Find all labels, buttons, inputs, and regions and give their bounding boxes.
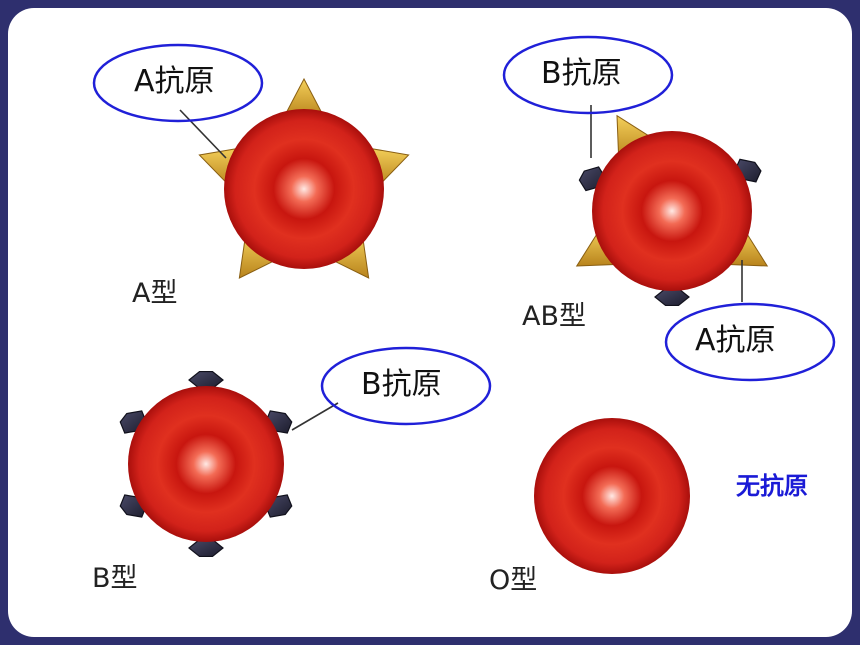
type-label-b: B型 (92, 563, 138, 594)
b-antigen-hex (654, 287, 690, 307)
callout-ring-a (92, 43, 264, 123)
cell-group-b (119, 346, 492, 558)
type-label-ab: AB型 (522, 301, 586, 332)
slide-canvas: A抗原 A型 B抗原 A抗原 AB型 B抗原 B型 O型 无抗原 (8, 8, 852, 637)
type-label-o: O型 (489, 565, 538, 596)
type-label-a: A型 (132, 278, 178, 309)
blood-type-diagram (92, 35, 836, 574)
callout-ring-ab-b (502, 35, 674, 115)
callout-label-b: B抗原 (361, 367, 442, 402)
red-blood-cell-b (128, 386, 284, 542)
b-antigen-hex (188, 370, 224, 390)
cell-group-a (92, 43, 410, 279)
red-blood-cell-o (534, 418, 690, 574)
no-antigen-label: 无抗原 (736, 472, 808, 500)
callout-label-ab-a: A抗原 (695, 323, 776, 358)
b-antigen-hex (188, 538, 224, 558)
red-blood-cell-ab (592, 131, 752, 291)
cell-group-o (534, 418, 690, 574)
callout-ring-ab-a (664, 302, 836, 382)
callout-ring-b (320, 346, 492, 426)
red-blood-cell-a (224, 109, 384, 269)
cell-group-ab (502, 35, 836, 382)
callout-label-ab-b: B抗原 (541, 56, 622, 91)
callout-label-a: A抗原 (134, 64, 215, 99)
callout-pointer-a (179, 109, 227, 159)
callout-pointer-b (291, 402, 339, 431)
